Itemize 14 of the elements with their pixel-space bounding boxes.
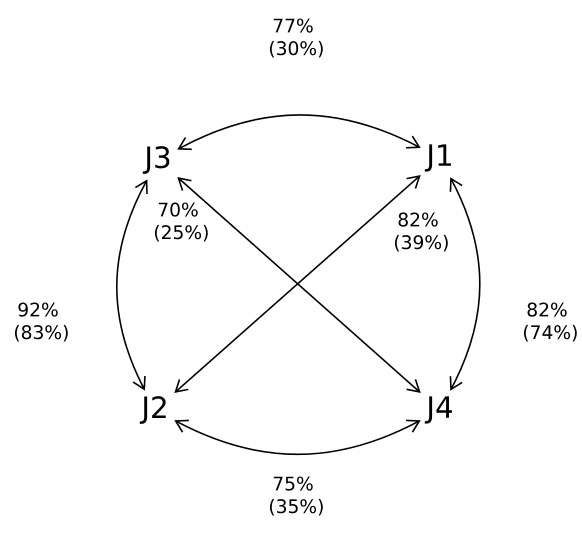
edge-label: 75% (35%) — [267, 475, 323, 517]
arrow — [116, 179, 148, 391]
node-label: J1 — [424, 144, 451, 172]
edge-label: 82% (39%) — [392, 211, 448, 253]
edge-label: 77% (30%) — [267, 17, 323, 59]
edge-label: 82% (74%) — [521, 301, 577, 343]
edge-label: 70% (25%) — [152, 201, 208, 243]
node-label: J2 — [140, 396, 166, 424]
arrow — [174, 420, 421, 456]
arrow — [177, 114, 421, 150]
arrow — [450, 177, 481, 391]
node-label: J3 — [142, 146, 170, 174]
node-label: J4 — [424, 396, 452, 424]
edge-label: 92% (83%) — [12, 301, 68, 343]
